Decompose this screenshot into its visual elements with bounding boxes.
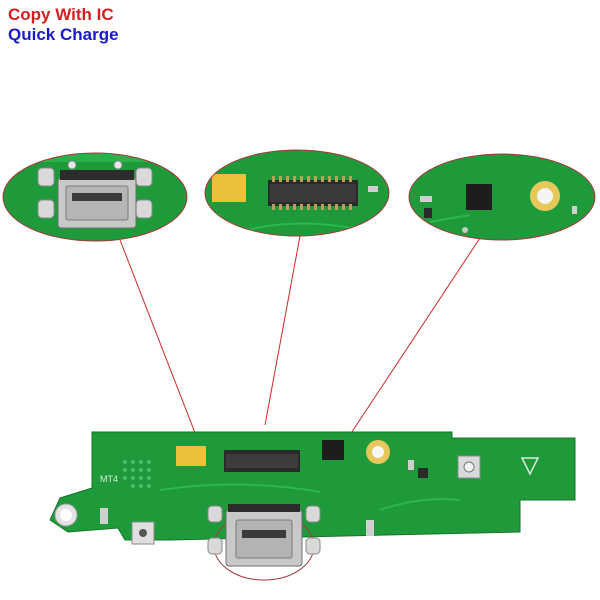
board-label: MT4 <box>100 474 118 484</box>
callout-charging-ic <box>408 153 596 241</box>
callout-usb-port <box>2 152 188 242</box>
callout-line-ic <box>339 237 481 451</box>
caption-quick-charge: Quick Charge <box>8 25 119 44</box>
caption-copy-with-ic: Copy With IC <box>8 5 114 24</box>
charging-board: MT4 <box>49 431 576 581</box>
callout-flex-connector <box>204 149 390 237</box>
callout-line-flex <box>264 235 301 426</box>
